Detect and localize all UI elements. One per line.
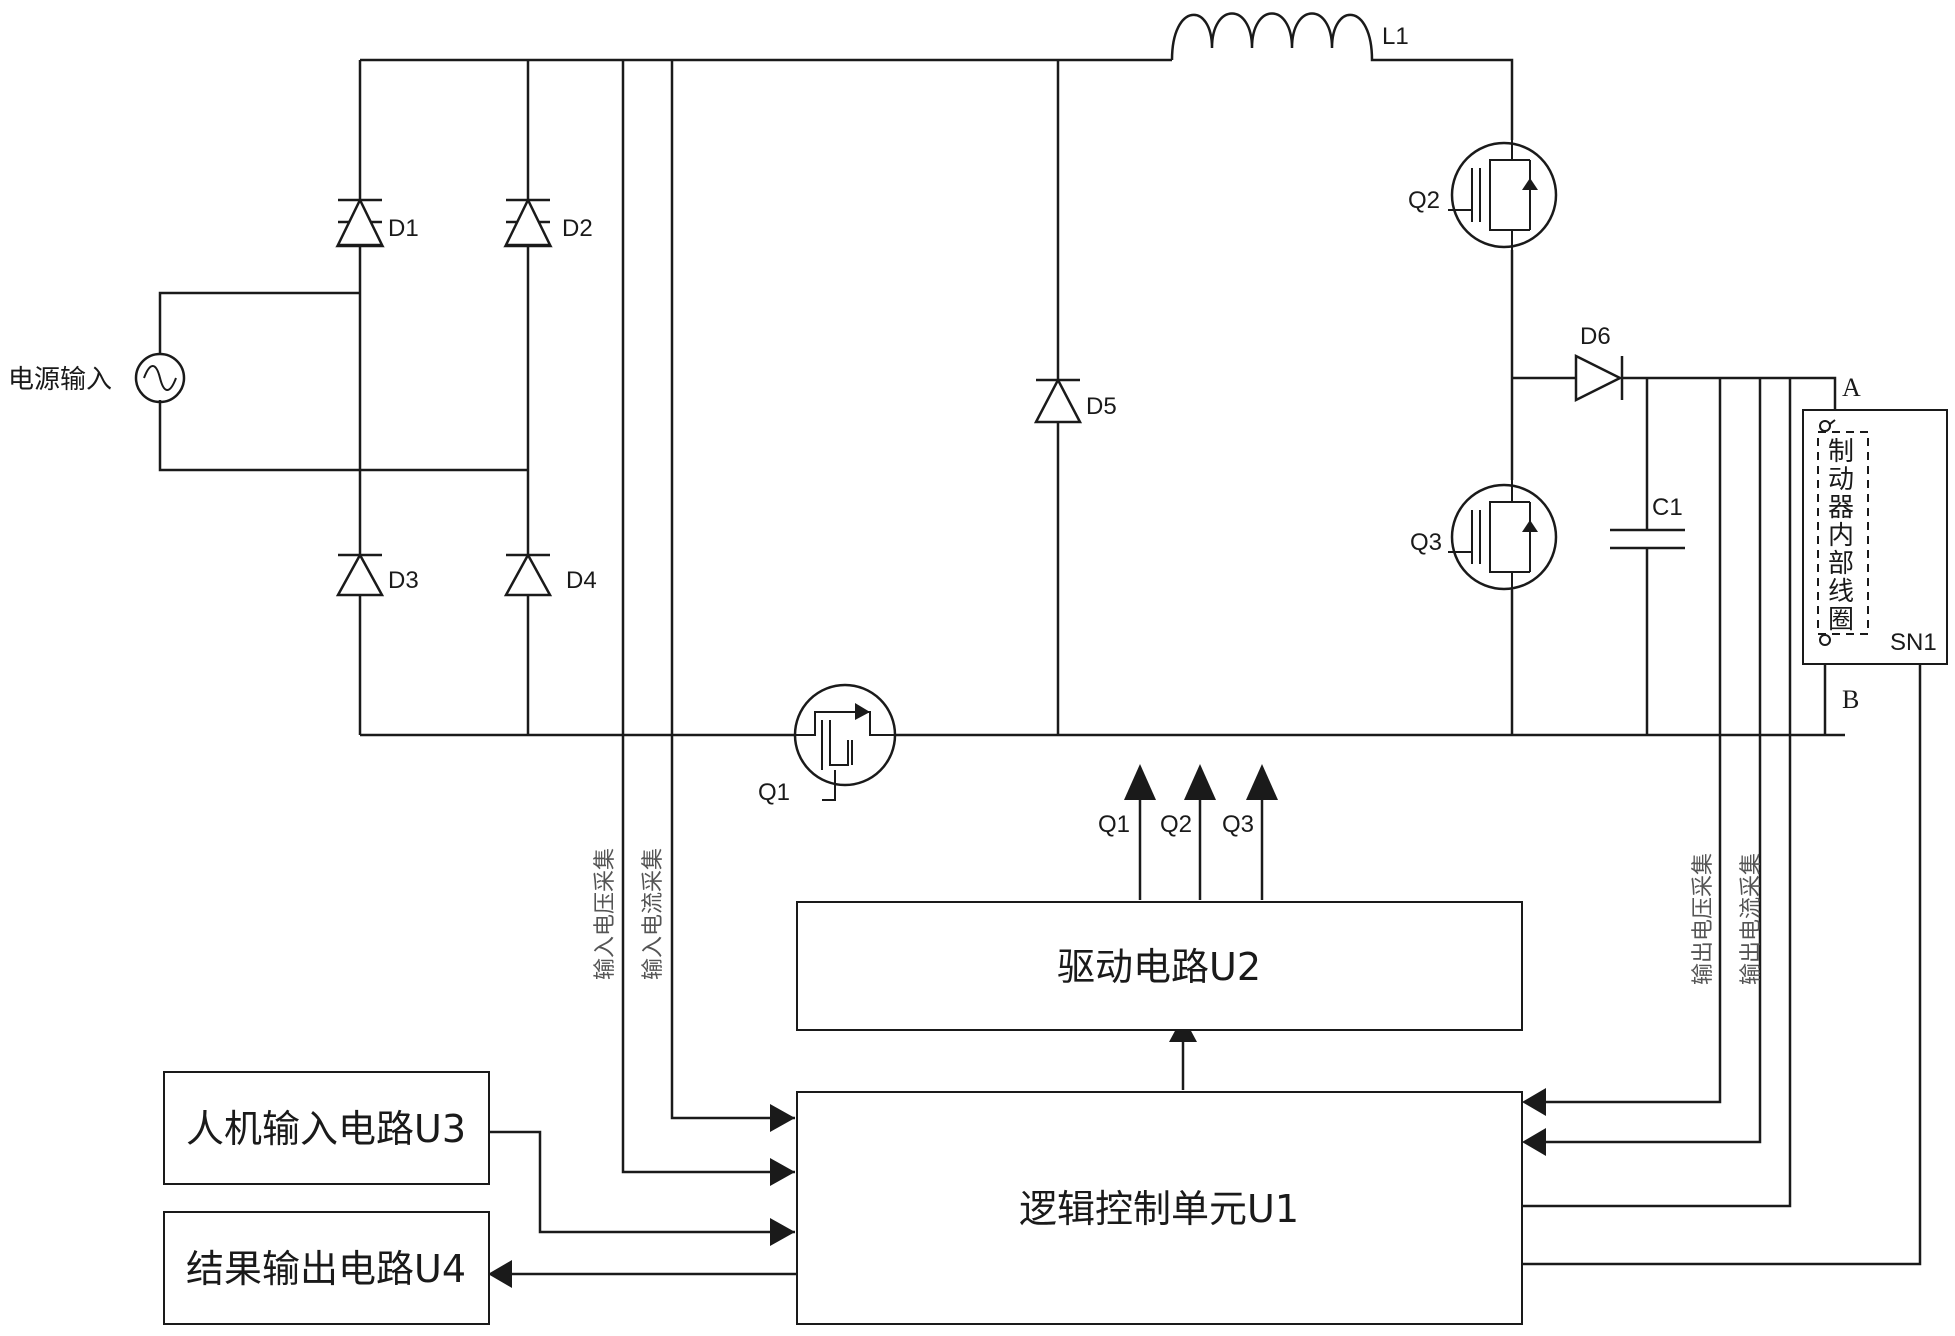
mosfet-q2-icon: [1448, 140, 1558, 250]
block-u2-title: 驱动电路U2: [1057, 945, 1261, 989]
diode-d2-body: [503, 197, 553, 247]
diode-d6-icon: [1574, 353, 1624, 403]
block-u4-title: 结果输出电路U4: [186, 1247, 466, 1291]
diode-d4-icon: [503, 552, 553, 597]
block-u3: 人机输入电路U3: [163, 1071, 490, 1185]
diode-d5-icon: [1033, 377, 1083, 424]
c1-label: C1: [1652, 494, 1683, 521]
drive-q3-label: Q3: [1222, 811, 1254, 838]
svg-text:部: 部: [1828, 549, 1854, 579]
capacitor-c1-icon: [1610, 528, 1685, 550]
d4-label: D4: [566, 567, 597, 594]
block-u1-title: 逻辑控制单元U1: [1019, 1187, 1299, 1231]
svg-text:制: 制: [1828, 437, 1854, 467]
mosfet-q1-icon: [793, 683, 897, 801]
d1-label: D1: [388, 215, 419, 242]
svg-text:内: 内: [1828, 521, 1854, 551]
svg-text:线: 线: [1828, 577, 1854, 607]
d6-label: D6: [1580, 323, 1611, 350]
svg-text:动: 动: [1828, 465, 1854, 495]
arrowheads: [488, 764, 1546, 1288]
d2-label: D2: [562, 215, 593, 242]
svg-text:圈: 圈: [1828, 605, 1854, 635]
q2-label: Q2: [1408, 187, 1440, 214]
block-u2: 驱动电路U2: [796, 901, 1523, 1031]
terminal-a-label: A: [1842, 373, 1861, 402]
diode-d3-icon: [335, 552, 385, 597]
diode-d1-body: [335, 197, 385, 247]
power-input-label: 电源输入: [8, 365, 112, 395]
input-voltage-sense-label: 输入电压采集: [593, 848, 618, 980]
drive-q1-label: Q1: [1098, 811, 1130, 838]
inductor-l1-icon: [1170, 12, 1378, 62]
ac-source-icon: [134, 352, 186, 404]
q3-label: Q3: [1410, 529, 1442, 556]
drive-q2-label: Q2: [1160, 811, 1192, 838]
q1-label: Q1: [758, 779, 790, 806]
sn1-label: SN1: [1890, 629, 1937, 656]
svg-text:器: 器: [1828, 493, 1854, 523]
block-u1: 逻辑控制单元U1: [796, 1091, 1523, 1325]
block-u4: 结果输出电路U4: [163, 1211, 490, 1325]
l1-label: L1: [1382, 23, 1409, 50]
terminal-b-label: B: [1842, 685, 1859, 714]
coil-label: 制 动 器 内 部 线 圈: [1828, 437, 1854, 635]
output-current-sense-label: 输出电流采集: [1739, 853, 1764, 985]
output-voltage-sense-label: 输出电压采集: [1691, 853, 1716, 985]
block-u3-title: 人机输入电路U3: [186, 1107, 466, 1151]
wires: [158, 58, 1922, 1276]
input-current-sense-label: 输入电流采集: [641, 848, 666, 980]
d5-label: D5: [1086, 393, 1117, 420]
mosfet-q3-icon: [1448, 480, 1558, 591]
d3-label: D3: [388, 567, 419, 594]
sn1-box: [1802, 409, 1948, 665]
